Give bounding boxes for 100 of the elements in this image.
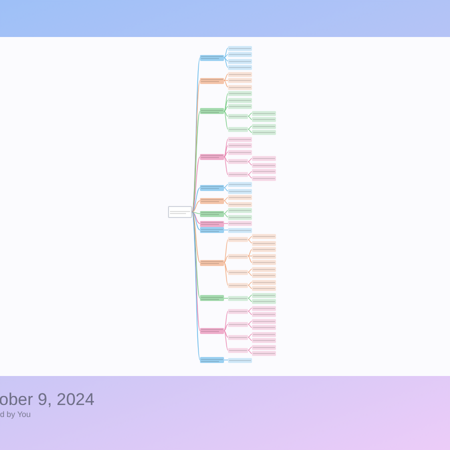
subtopic-box [252,110,276,116]
branch-topic-box [200,108,224,114]
subtopic-box [252,117,276,122]
subtopic-box [252,338,276,343]
branch-line [224,187,228,192]
subtopic-box [252,247,276,252]
subtopic-box [228,58,252,64]
branch-line [224,80,228,81]
subtopic-box [252,286,276,291]
subtopic-box [228,202,252,206]
subtopic-box [252,325,276,330]
subtopic-box [228,84,252,90]
subtopic-box [228,282,248,288]
branch-line [248,174,252,178]
branch-topic-box [200,260,224,266]
subtopic-box [228,126,248,132]
branch-line [248,294,252,299]
branch-topic-box [200,154,224,160]
branch-line [192,156,200,212]
subtopic-box [228,150,252,154]
branch-line [224,57,228,62]
branch-line [248,161,252,166]
subtopic-box [252,273,276,278]
subtopic-box [228,172,248,178]
subtopic-box [252,332,276,336]
branch-topic-box [200,295,224,302]
branch-topic-box [200,227,224,233]
branch-line [224,330,228,351]
branch-topic-box [200,198,224,204]
subtopic-box [252,176,276,180]
branch-line [224,80,228,88]
branch-line [248,268,252,273]
branch-line [224,111,228,130]
branch-line [248,336,252,341]
branch-line [248,158,252,162]
subtopic-box [228,182,252,187]
branch-line [248,171,252,176]
subtopic-box [228,322,248,327]
branch-line [224,138,228,158]
branch-line [224,152,228,158]
branch-line [248,116,252,120]
branch-line [248,324,252,328]
subtopic-box [252,260,276,265]
branch-line [224,262,228,273]
subtopic-box [228,188,252,194]
subtopic-box [228,270,248,275]
branch-line [224,324,228,332]
branch-line [224,156,228,162]
branch-line [224,298,228,299]
subtopic-box [228,104,252,109]
subtopic-box [228,208,252,213]
branch-line [224,145,228,158]
subtopic-box [228,143,252,148]
subtopic-box [228,308,248,314]
branch-line [224,210,228,214]
branch-line [248,256,252,263]
subtopic-box [228,136,252,142]
subtopic-box [252,162,276,168]
subtopic-box [228,78,252,83]
branch-line [248,249,252,256]
subtopic-box [252,306,276,310]
branch-line [224,74,228,81]
subtopic-box [252,234,276,239]
branch-line [224,310,228,332]
subtopic-box [228,159,248,164]
subtopic-box [252,318,276,324]
branch-line [248,272,252,276]
branch-line [224,156,228,176]
subtopic-box [252,240,276,246]
branch-line [192,212,200,360]
branch-line [248,310,252,315]
branch-line [224,197,228,202]
subtopic-box [228,114,248,119]
branch-topic-box [200,220,224,226]
subtopic-box [228,334,248,340]
branch-line [192,187,200,212]
branch-line [248,346,252,351]
subtopic-box [252,156,276,161]
branch-topic-box [200,78,224,84]
subtopic-box [228,72,252,76]
branch-line [224,54,228,58]
branch-line [224,223,228,224]
subtopic-box [252,292,276,298]
branch-topic-box [200,54,224,61]
branch-line [224,330,228,338]
branch-line [248,126,252,130]
branch-line [192,212,200,224]
branch-line [248,236,252,240]
subtopic-box [252,344,276,350]
branch-line [224,262,228,286]
branch-line [248,284,252,289]
branch-topic-box [200,210,224,217]
subtopic-box [228,237,248,242]
branch-line [224,57,228,68]
subtopic-box [228,195,252,200]
branch-line [224,111,228,117]
branch-line [248,350,252,354]
branch-line [248,128,252,133]
branch-line [224,239,228,263]
subtopic-box [252,312,276,317]
